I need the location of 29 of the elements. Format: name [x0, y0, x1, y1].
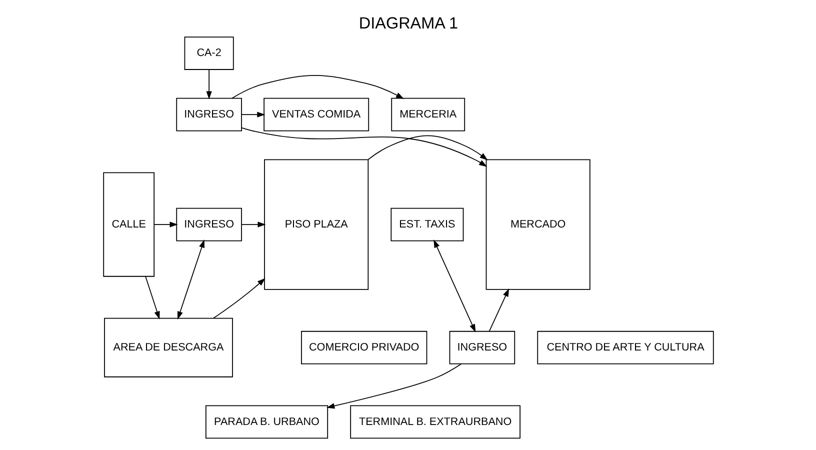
node-box: VENTAS COMIDA: [263, 98, 369, 132]
arrow: [240, 222, 266, 228]
node-box: INGRESO: [448, 330, 515, 364]
arrow: [230, 75, 404, 99]
node-box: EST. TAXIS: [390, 208, 464, 242]
arrow: [240, 112, 265, 118]
node-box: PISO PLAZA: [264, 159, 368, 290]
node-box: MERCERIA: [390, 98, 465, 132]
arrow: [144, 276, 160, 320]
node-box: AREA DE DESCARGA: [104, 318, 232, 378]
node-box: CENTRO DE ARTE Y CULTURA: [536, 330, 714, 364]
arrow: [176, 240, 204, 320]
arrow: [206, 69, 212, 100]
arrow: [326, 364, 461, 409]
arrow: [153, 222, 178, 228]
node-box: CALLE: [102, 172, 154, 277]
diagram-title: DIAGRAMA 1: [358, 14, 458, 32]
node-box: INGRESO: [176, 208, 242, 242]
node-box: INGRESO: [176, 98, 242, 132]
arrow: [212, 278, 265, 319]
node-box: MERCADO: [485, 159, 590, 290]
node-box: CA-2: [184, 36, 234, 70]
node-box: PARADA B. URBANO: [204, 405, 328, 439]
node-box: COMERCIO PRIVADO: [300, 330, 427, 364]
node-box: TERMINAL B. EXTRAURBANO: [350, 405, 520, 439]
arrow: [367, 135, 488, 160]
arrow: [488, 288, 509, 332]
arrow: [433, 240, 476, 332]
arrow: [240, 127, 487, 167]
